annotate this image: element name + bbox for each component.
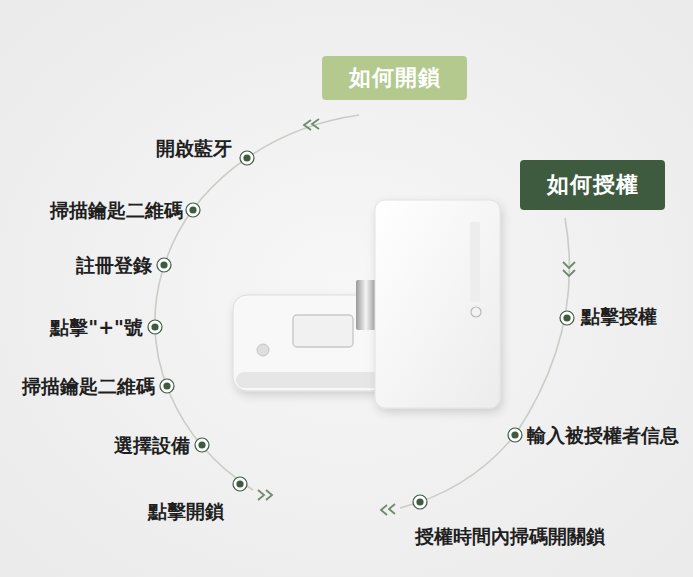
step-label: 開啟藍牙: [156, 137, 232, 160]
step-dot: [233, 477, 247, 491]
chevron: [266, 490, 272, 500]
step-label: 掃描鑰匙二維碼: [22, 375, 155, 398]
step-dot: [148, 320, 162, 334]
step-dot: [195, 438, 209, 452]
chevron: [312, 119, 319, 129]
step-dot: [560, 311, 574, 325]
step-label: 輸入被授權者信息: [527, 424, 679, 447]
step-label: 點擊"+"號: [50, 316, 143, 339]
chevron: [381, 505, 387, 515]
step-label: 點擊授權: [581, 305, 657, 328]
chevron: [563, 270, 575, 276]
step-dot: [413, 495, 427, 509]
step-dots: [148, 151, 574, 509]
title-text: 如何開鎖: [349, 63, 441, 93]
step-dot: [157, 258, 171, 272]
step-label: 授權時間內掃碼開關鎖: [415, 525, 605, 548]
step-dot: [186, 203, 200, 217]
step-dot: [508, 428, 522, 442]
step-label: 註冊登錄: [76, 254, 152, 277]
step-label: 選擇設備: [114, 434, 190, 457]
chevron: [389, 504, 395, 514]
lock-illustration: [233, 200, 500, 408]
section-title-dark: 如何授權: [520, 160, 665, 210]
step-dot: [160, 379, 174, 393]
step-dot: [240, 151, 254, 165]
section-title-light: 如何開鎖: [322, 56, 467, 100]
step-label: 掃描鑰匙二維碼: [50, 199, 183, 222]
chevron: [258, 490, 264, 500]
step-label: 點擊開鎖: [148, 500, 224, 523]
chevron: [304, 120, 311, 130]
title-text: 如何授權: [547, 170, 639, 200]
chevron: [563, 262, 575, 268]
